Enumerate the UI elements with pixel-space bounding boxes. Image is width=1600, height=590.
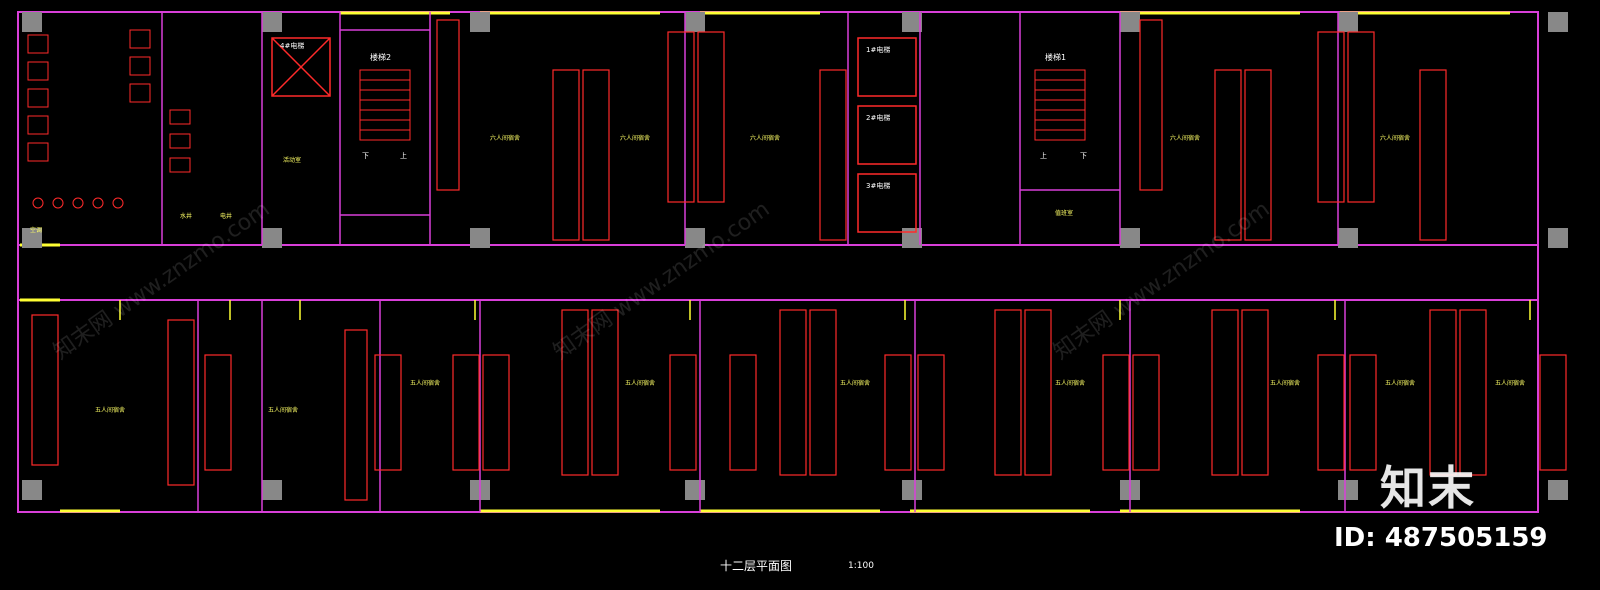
aircon-label: 空调 xyxy=(30,226,42,234)
windows xyxy=(20,11,1510,513)
room-bottom-9-label: 五人间宿舍 xyxy=(1495,379,1525,387)
room-top-2-label: 六人间宿舍 xyxy=(620,134,650,142)
brand-logo: 知末 xyxy=(1380,461,1476,515)
room-top-5-label: 六人间宿舍 xyxy=(1380,134,1410,142)
water-shaft-label: 水井 xyxy=(180,212,192,220)
washroom-fixtures xyxy=(27,29,191,209)
watermark-text-3: 知末网 www.znzmo.com xyxy=(1049,197,1274,365)
room-bottom-8-label: 五人间宿舍 xyxy=(1385,379,1415,387)
room-bottom-2-label: 五人间宿舍 xyxy=(268,406,298,414)
structural-columns xyxy=(22,12,1568,500)
room-labels: 4#电梯 1#电梯 2#电梯 3#电梯 楼梯2 楼梯1 下 上 上 下 活动室 … xyxy=(30,41,1525,414)
stair-1-up-label: 上 xyxy=(1040,151,1047,160)
elevator-4-label: 4#电梯 xyxy=(280,41,304,50)
room-top-3-label: 六人间宿舍 xyxy=(750,134,780,142)
outer-walls xyxy=(17,11,1539,513)
stair-2-up-label: 上 xyxy=(400,151,407,160)
electric-shaft-label: 电井 xyxy=(220,212,232,220)
room-top-4-label: 六人间宿舍 xyxy=(1170,134,1200,142)
bunk-beds xyxy=(31,19,1567,501)
site-watermarks: 知末网 www.znzmo.com 知末网 www.znzmo.com 知末网 … xyxy=(49,197,1274,365)
elevator-2-label: 2#电梯 xyxy=(866,113,890,122)
room-bottom-5-label: 五人间宿舍 xyxy=(840,379,870,387)
stair-2-label: 楼梯2 xyxy=(370,52,391,62)
room-bottom-6-label: 五人间宿舍 xyxy=(1055,379,1085,387)
stair-1-down-label: 下 xyxy=(1080,152,1087,160)
room-bottom-7-label: 五人间宿舍 xyxy=(1270,379,1300,387)
elevator-shafts xyxy=(271,37,917,233)
room-top-1-label: 六人间宿舍 xyxy=(490,134,520,142)
partition-walls xyxy=(161,12,1346,512)
elevator-1-label: 1#电梯 xyxy=(866,45,890,54)
elevator-3-label: 3#电梯 xyxy=(866,181,890,190)
room-bottom-3-label: 五人间宿舍 xyxy=(410,379,440,387)
room-bottom-1-label: 五人间宿舍 xyxy=(95,406,125,414)
corridor-doors xyxy=(119,300,1531,320)
duty-room-label: 值班室 xyxy=(1055,209,1073,217)
drawing-title: 十二层平面图 xyxy=(720,559,793,573)
drawing-scale: 1:100 xyxy=(848,561,874,571)
room-bottom-4-label: 五人间宿舍 xyxy=(625,379,655,387)
stairs xyxy=(359,69,1086,141)
image-id: ID: 487505159 xyxy=(1334,523,1548,553)
activity-room-label: 活动室 xyxy=(283,156,301,164)
stair-2-down-label: 下 xyxy=(362,152,369,160)
stair-1-label: 楼梯1 xyxy=(1045,52,1066,62)
